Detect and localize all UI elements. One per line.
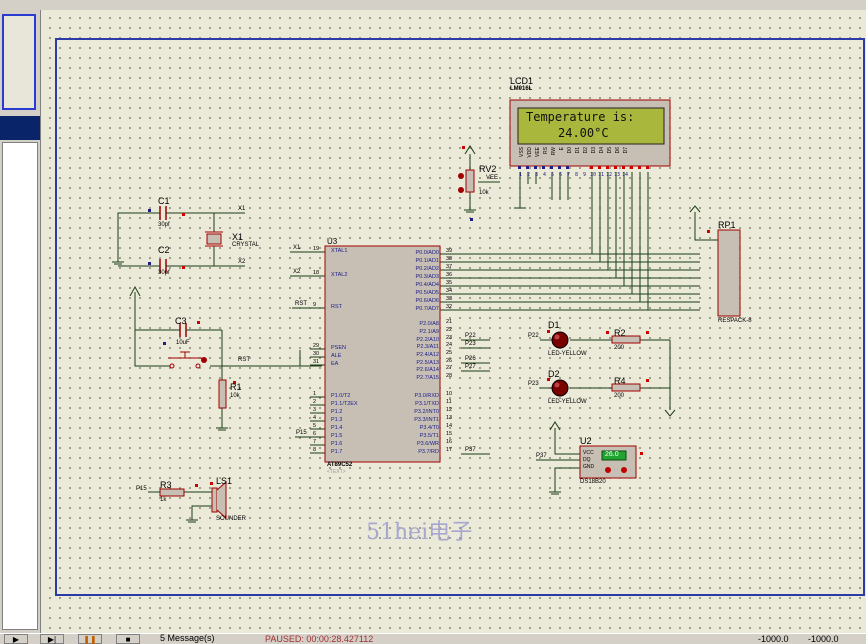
schematic-canvas[interactable] xyxy=(41,10,866,633)
pin-markers xyxy=(148,166,569,345)
left-panel xyxy=(0,10,41,633)
message-count[interactable]: 5 Message(s) xyxy=(160,633,215,643)
svg-text:2: 2 xyxy=(527,172,530,178)
svg-text:3: 3 xyxy=(535,172,538,178)
ground-symbols xyxy=(112,145,701,523)
mcu-at89c52[interactable] xyxy=(324,245,441,463)
crystal-x1[interactable] xyxy=(206,233,222,245)
svg-text:13: 13 xyxy=(614,172,620,178)
pin-markers-red xyxy=(182,146,710,487)
svg-text:12: 12 xyxy=(606,172,612,178)
svg-text:4: 4 xyxy=(543,172,546,178)
svg-text:10: 10 xyxy=(590,172,596,178)
svg-text:1: 1 xyxy=(519,172,522,178)
svg-text:8: 8 xyxy=(575,172,578,178)
coord-y: -1000.0 xyxy=(808,634,839,644)
lcd-lm016l[interactable] xyxy=(509,99,671,167)
sensor-ds18b20[interactable] xyxy=(579,445,637,479)
respack-rp1[interactable] xyxy=(717,229,741,317)
resistor-r3[interactable] xyxy=(159,488,185,497)
svg-text:9: 9 xyxy=(583,172,586,178)
svg-text:7: 7 xyxy=(567,172,570,178)
reset-button-switch[interactable] xyxy=(165,351,207,369)
coord-x: -1000.0 xyxy=(758,634,789,644)
overview-preview[interactable] xyxy=(2,14,36,110)
svg-text:6: 6 xyxy=(559,172,562,178)
led-d2[interactable] xyxy=(551,379,569,397)
svg-text:14: 14 xyxy=(622,172,628,178)
potentiometer-rv2[interactable] xyxy=(465,169,475,193)
sounder-ls1[interactable] xyxy=(211,480,227,520)
cap-leads xyxy=(150,212,195,331)
object-selector-header[interactable] xyxy=(0,116,40,140)
resistor-r4[interactable] xyxy=(611,383,641,392)
capacitors xyxy=(159,206,187,337)
resistor-r2[interactable] xyxy=(611,335,641,344)
sim-status: PAUSED: 00:00:28.427112 xyxy=(265,634,374,644)
svg-text:5: 5 xyxy=(551,172,554,178)
led-d1[interactable] xyxy=(551,331,569,349)
svg-text:11: 11 xyxy=(598,172,604,178)
wires xyxy=(117,154,718,520)
status-bar: ▶ ▶| ❚❚ ■ 5 Message(s) PAUSED: 00:00:28.… xyxy=(0,633,866,644)
resistor-r1[interactable] xyxy=(218,379,227,409)
object-selector-list[interactable] xyxy=(2,142,38,630)
